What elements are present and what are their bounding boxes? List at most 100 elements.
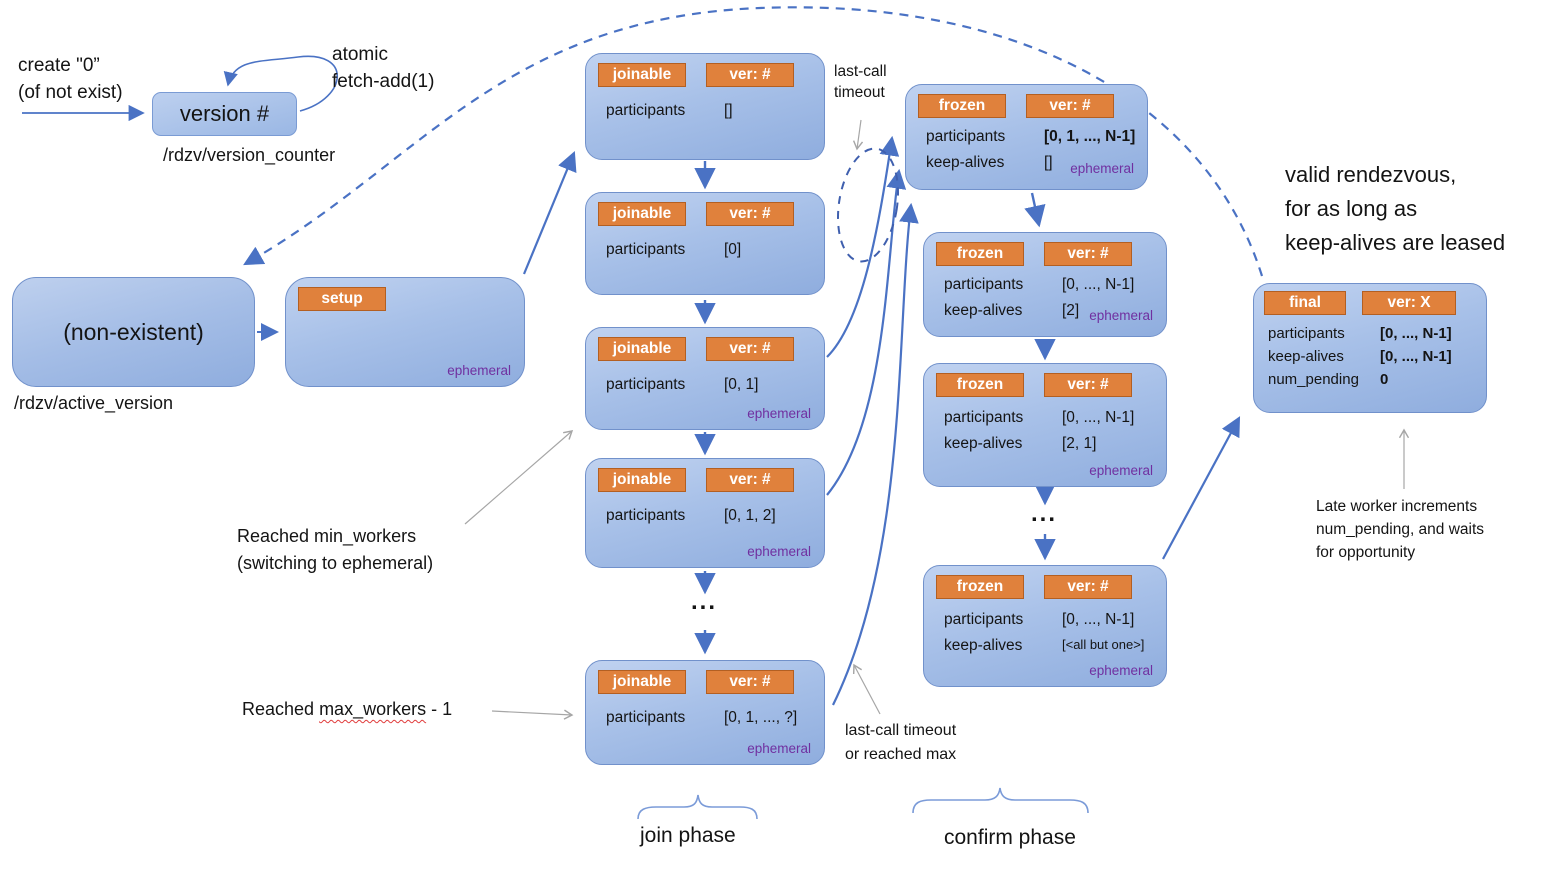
late-worker-label: Late worker increments num_pending, and … <box>1316 498 1485 561</box>
state-box-joinable-3: joinable ver: # participants[0, 1] ephem… <box>585 327 825 430</box>
ephemeral-label: ephemeral <box>1089 663 1153 678</box>
field-value: [0, ..., N-1] <box>1380 348 1452 365</box>
arrow-reached-min-pointer <box>464 431 572 525</box>
version-badge: ver: # <box>706 63 794 87</box>
field-key: keep-alives <box>926 154 1005 171</box>
field-value: [0, 1, ..., N-1] <box>1044 128 1136 145</box>
arrow-reached-max-pointer <box>491 711 572 715</box>
state-box-final: final ver: X participants [0, ..., N-1] k… <box>1253 283 1487 413</box>
arrow-joinable4-to-frozen1 <box>826 168 907 496</box>
state-box-joinable-1: joinable ver: # participants [] <box>585 53 825 160</box>
state-badge: joinable <box>598 468 686 492</box>
version-counter-path: /rdzv/version_counter <box>163 145 336 165</box>
max-workers-misspelled: max_workers <box>319 699 427 719</box>
field-value: [0, 1, ..., ?] <box>724 709 798 726</box>
ephemeral-label: ephemeral <box>747 544 811 559</box>
field-value: [2, 1] <box>1062 435 1097 452</box>
state-badge: joinable <box>598 202 686 226</box>
ephemeral-label: ephemeral <box>1089 308 1153 323</box>
field-value: [<all but one>] <box>1062 637 1145 652</box>
field-key: participants <box>606 241 686 258</box>
confirm-phase-label: confirm phase <box>944 826 1076 849</box>
version-badge: ver: # <box>1044 373 1132 397</box>
ephemeral-label: ephemeral <box>747 741 811 756</box>
field-value: [0, ..., N-1] <box>1380 325 1452 342</box>
version-badge: ver: # <box>1044 575 1132 599</box>
field-key: participants <box>944 409 1024 426</box>
arrow-last-call-bottom-pointer <box>854 665 881 715</box>
arrow-joinable5-to-frozen1 <box>832 202 919 706</box>
field-value: [0, ..., N-1] <box>1062 276 1135 293</box>
field-key: keep-alives <box>944 637 1023 654</box>
ephemeral-label: ephemeral <box>447 363 511 378</box>
state-badge: joinable <box>598 63 686 87</box>
last-call-timeout-bottom-label: last-call timeout or reached max <box>845 722 957 763</box>
field-key: participants <box>944 276 1024 293</box>
state-box-joinable-5: joinable ver: # participants[0, 1, ..., … <box>585 660 825 765</box>
version-badge: ver: # <box>1026 94 1114 118</box>
field-key: keep-alives <box>944 435 1023 452</box>
active-version-path: /rdzv/active_version <box>14 393 174 413</box>
ephemeral-label: ephemeral <box>1070 161 1134 176</box>
field-value: 0 <box>1380 371 1389 388</box>
atomic-fetch-add-label: atomic fetch-add(1) <box>332 44 435 92</box>
field-key: keep-alives <box>1268 348 1344 365</box>
state-badge: final <box>1264 291 1346 315</box>
field-key: participants <box>944 611 1024 628</box>
field-key: participants <box>926 128 1006 145</box>
last-call-timeout-top-label: last-call timeout <box>834 63 887 101</box>
ephemeral-label: ephemeral <box>747 406 811 421</box>
version-badge: ver: # <box>706 468 794 492</box>
arrow-frozen1-to-frozen2 <box>1024 192 1046 228</box>
state-box-frozen-4: frozen ver: # participants[0, ..., N-1] … <box>923 565 1167 687</box>
join-phase-label: join phase <box>640 824 736 847</box>
state-box-frozen-3: frozen ver: # participants[0, ..., N-1] … <box>923 363 1167 487</box>
version-badge: ver: # <box>706 337 794 361</box>
state-box-frozen-2: frozen ver: # participants[0, ..., N-1] … <box>923 232 1167 337</box>
state-badge: frozen <box>936 373 1024 397</box>
field-value: [0, 1, 2] <box>724 507 776 524</box>
field-value: [0, ..., N-1] <box>1062 611 1135 628</box>
version-badge: ver: # <box>706 670 794 694</box>
ephemeral-label: ephemeral <box>1089 463 1153 478</box>
arrow-restart-dashed-curve <box>243 6 1264 277</box>
field-key: participants <box>1268 325 1345 342</box>
state-badge-setup: setup <box>298 287 386 311</box>
state-badge: frozen <box>936 575 1024 599</box>
create-zero-label: create "0” (of not exist) <box>18 55 123 103</box>
arrow-last-call-top-pointer <box>857 119 861 149</box>
reached-min-workers-label: Reached min_workers (switching to epheme… <box>237 526 434 573</box>
state-badge: frozen <box>918 94 1006 118</box>
arrow-fetch-add-self-loop <box>223 55 338 112</box>
state-box-joinable-2: joinable ver: # participants [0] <box>585 192 825 295</box>
field-value: [] <box>724 102 733 119</box>
field-value: [0, 1] <box>724 376 759 393</box>
state-badge: frozen <box>936 242 1024 266</box>
field-key: participants <box>606 102 686 119</box>
version-counter-box: version # <box>152 92 297 136</box>
last-call-timeout-ellipse <box>837 147 899 263</box>
state-box-joinable-4: joinable ver: # participants [0, 1, 2] ep… <box>585 458 825 568</box>
field-key: keep-alives <box>944 302 1023 319</box>
version-counter-label: version # <box>179 101 270 126</box>
state-box-setup: setup ephemeral <box>285 277 525 387</box>
field-value: [2] <box>1062 302 1080 319</box>
frozen-column-ellipsis: ... <box>1031 500 1058 527</box>
version-badge: ver: X <box>1362 291 1456 315</box>
version-badge: ver: # <box>706 202 794 226</box>
state-box-frozen-1: frozen ver: # participants [0, 1, ..., N-… <box>905 84 1148 190</box>
nonexistent-label: (non-existent) <box>63 318 204 345</box>
reached-max-workers-label: Reached max_workers - 1 <box>242 699 453 719</box>
join-column-ellipsis: ... <box>691 588 718 615</box>
join-phase-brace <box>637 794 758 820</box>
field-value: [0] <box>724 241 742 258</box>
confirm-phase-brace <box>912 787 1089 814</box>
nonexistent-box: (non-existent) <box>12 277 255 387</box>
arrow-setup-to-joinable1 <box>522 150 577 275</box>
field-key: participants <box>606 507 686 524</box>
field-key: participants <box>606 376 686 393</box>
field-key: num_pending <box>1268 371 1359 388</box>
version-badge: ver: # <box>1044 242 1132 266</box>
valid-rendezvous-label: valid rendezvous, for as long as keep-al… <box>1285 162 1506 255</box>
